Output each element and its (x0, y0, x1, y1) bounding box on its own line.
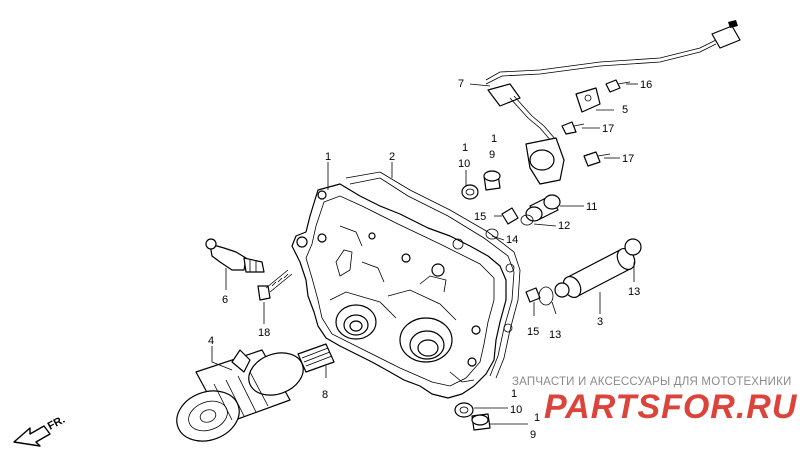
gasket (345, 171, 521, 379)
part-numbers: 1 2 3 4 5 6 7 8 10 1 1 9 11 12 13 13 14 … (208, 78, 652, 441)
callout-17-upper: 17 (602, 123, 614, 135)
dowel-15 (501, 207, 541, 303)
oil-pipe-3 (554, 238, 642, 299)
leader-lines (211, 83, 638, 425)
callout-1-bottom-a: 1 (511, 388, 517, 400)
bolt-17-upper (561, 121, 585, 135)
callout-10-bottom: 10 (510, 404, 522, 416)
callout-1-top-b: 1 (491, 133, 497, 145)
o-ring-13 (538, 286, 554, 306)
watermark: ЗАПЧАСТИ И АКСЕССУАРЫ ДЛЯ МОТОТЕХНИКИ PA… (512, 376, 798, 426)
plug-9-bottom (454, 402, 491, 431)
sensor-harness-7 (485, 20, 741, 185)
nipple-8 (297, 343, 335, 373)
oil-pressure-switch (205, 238, 265, 273)
callout-15-bottom: 15 (527, 326, 539, 338)
callout-2: 2 (389, 151, 395, 163)
callout-13-left: 13 (549, 329, 561, 341)
callout-16: 16 (640, 79, 652, 91)
callout-6: 6 (222, 294, 228, 306)
callout-4: 4 (208, 335, 214, 347)
callout-11: 11 (586, 201, 597, 213)
bolt-18 (257, 269, 293, 301)
callout-13-right: 13 (628, 286, 640, 298)
clamp-5 (575, 87, 601, 113)
callout-17-lower: 17 (622, 153, 634, 165)
callout-8: 8 (322, 389, 328, 401)
bolt-17-lower (583, 151, 611, 167)
front-direction-indicator: FR. (13, 414, 67, 447)
callout-1-bottom-b: 1 (534, 412, 540, 424)
front-label: FR. (46, 414, 67, 433)
callout-1-top-a: 1 (462, 142, 468, 154)
callout-9-bottom: 9 (530, 429, 536, 441)
bolt-16 (605, 79, 631, 93)
callout-1: 1 (325, 151, 331, 163)
callout-7: 7 (458, 78, 464, 90)
oil-filter (176, 349, 304, 442)
callout-3: 3 (597, 316, 603, 328)
callout-5: 5 (622, 104, 628, 116)
dowel-11 (485, 194, 561, 240)
watermark-logo: PARTSFOR.RU (544, 388, 798, 426)
watermark-caption: ЗАПЧАСТИ И АКСЕССУАРЫ ДЛЯ МОТОТЕХНИКИ (512, 376, 792, 388)
callout-15-top: 15 (474, 211, 486, 223)
callout-10-top: 10 (458, 158, 470, 170)
callout-14: 14 (506, 234, 518, 246)
front-arrow-icon (13, 425, 51, 447)
callout-18: 18 (258, 327, 270, 339)
plug-9-top (461, 170, 501, 200)
callout-12: 12 (558, 220, 570, 232)
case-cover (291, 183, 507, 399)
callout-9-top: 9 (489, 149, 495, 161)
